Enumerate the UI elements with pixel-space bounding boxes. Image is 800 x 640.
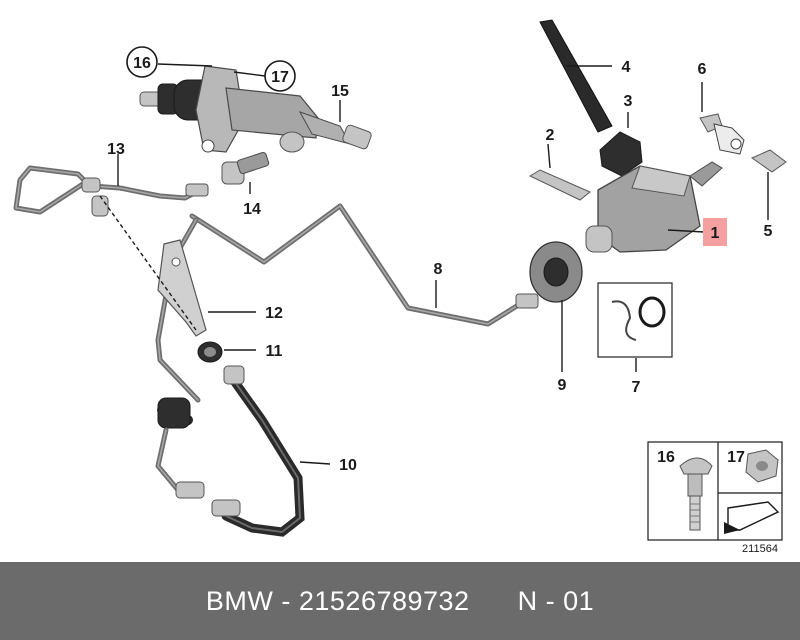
footer-brand: BMW: [205, 585, 274, 616]
repair-kit-7-drawing: [597, 282, 673, 358]
inset-label-16: 16: [657, 449, 675, 466]
callout-16: 16: [133, 55, 151, 72]
pipe-13-drawing: [13, 165, 209, 217]
callout-17: 17: [271, 69, 289, 86]
boot-3-drawing: [599, 131, 643, 177]
callout-5: 5: [764, 223, 773, 240]
callout-11: 11: [266, 343, 283, 360]
footer-gap: [470, 586, 518, 617]
fitting-14-drawing: [221, 151, 270, 185]
callout-15: 15: [331, 83, 349, 100]
direction-arrow-icon: [724, 501, 780, 534]
footer-suffix: N - 01: [517, 585, 595, 616]
slave-cylinder-drawing: [139, 65, 372, 153]
callout-7: 7: [632, 379, 641, 396]
part-number-footer: BMW - 21526789732 N - 01: [0, 562, 800, 640]
callout-4: 4: [622, 59, 631, 76]
footer-part-number: 21526789732: [298, 585, 470, 616]
hose-10-drawing: [155, 365, 305, 537]
callout-9: 9: [558, 377, 567, 394]
rod-4-drawing: [539, 19, 613, 133]
callout-1-highlight: [703, 218, 727, 246]
fastener-inset: 16 17 211564: [647, 441, 783, 555]
stud-bolt-drawing: [679, 457, 713, 531]
pushrod-5-drawing: [750, 149, 787, 173]
gasket-11-drawing: [197, 341, 223, 363]
callout-1: 1: [711, 225, 720, 242]
callout-13: 13: [107, 141, 125, 158]
leader-lines: [99, 63, 769, 465]
callout-10: 10: [339, 457, 357, 474]
bracket-12-drawing: [157, 239, 207, 337]
diagram-number: 211564: [742, 543, 778, 555]
callout-6: 6: [698, 61, 707, 78]
callout-2: 2: [546, 127, 555, 144]
callout-3: 3: [624, 93, 633, 110]
callout-14: 14: [243, 201, 261, 218]
callout-12: 12: [265, 305, 283, 322]
hex-nut-drawing: [745, 449, 779, 483]
callout-ring-17: [264, 60, 296, 92]
seal-9-drawing: [529, 241, 583, 303]
callouts: 16 17 15 14 13 12 11 10 8 9 7 2 3 4 6 5 …: [107, 46, 773, 474]
footer-separator: -: [273, 585, 299, 616]
inset-label-17: 17: [727, 449, 745, 466]
pipe-8-drawing: [155, 203, 539, 403]
master-cylinder-drawing: [585, 161, 723, 253]
callout-ring-16: [126, 46, 158, 78]
pin-2-drawing: [528, 169, 591, 201]
callout-8: 8: [434, 261, 443, 278]
clip-6-drawing: [699, 113, 745, 155]
